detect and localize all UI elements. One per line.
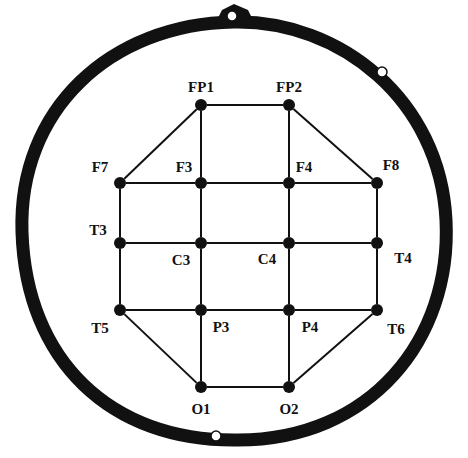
electrode-node: F7	[114, 177, 126, 189]
electrode-label: T6	[387, 322, 405, 337]
electrode-link	[293, 109, 372, 179]
electrode-link	[207, 183, 283, 184]
electrode-label: T4	[394, 251, 412, 266]
electrode-link	[295, 310, 371, 311]
electrode-label: P3	[213, 320, 230, 335]
electrode-dot	[195, 304, 207, 316]
electrode-label: FP1	[188, 80, 214, 95]
electrode-node: FP2	[283, 99, 295, 111]
electrode-node: T3	[114, 237, 126, 249]
electrode-dot	[195, 381, 207, 393]
reference-mark	[227, 11, 237, 21]
electrode-link	[126, 243, 195, 244]
electrode-link	[207, 387, 283, 388]
electrode-link	[201, 249, 202, 304]
electrode-link	[207, 105, 283, 106]
electrode-dot	[371, 177, 383, 189]
electrode-label: T3	[89, 223, 107, 238]
electrode-label: F3	[176, 160, 193, 175]
electrode-link	[120, 249, 121, 304]
head-outline	[22, 22, 446, 440]
electrode-node: T4	[371, 237, 383, 249]
electrode-label: FP2	[276, 80, 302, 95]
electrode-link	[120, 189, 121, 237]
electrode-dot	[283, 99, 295, 111]
electrode-dot	[283, 304, 295, 316]
electrode-node: F8	[371, 177, 383, 189]
electrode-link	[207, 310, 283, 311]
electrode-dot	[283, 381, 295, 393]
electrode-label: O2	[279, 402, 298, 417]
electrode-dot	[114, 304, 126, 316]
electrode-link	[126, 183, 195, 184]
electrode-node: T5	[114, 304, 126, 316]
electrode-node: FP1	[195, 99, 207, 111]
electrode-label: C4	[258, 252, 276, 267]
electrode-node: P3	[195, 304, 207, 316]
electrode-link	[294, 314, 373, 383]
electrode-dot	[195, 99, 207, 111]
electrode-link	[377, 249, 378, 304]
electrode-label: P4	[302, 320, 319, 335]
electrode-link	[377, 189, 378, 237]
nose-mark	[214, 4, 256, 26]
electrode-label: F8	[383, 158, 400, 173]
electrode-node: C3	[195, 237, 207, 249]
electrode-dot	[283, 177, 295, 189]
electrode-label: C3	[172, 253, 190, 268]
electrode-link	[295, 243, 371, 244]
electrode-node: C4	[283, 237, 295, 249]
electrode-dot	[195, 237, 207, 249]
electrode-link	[201, 189, 202, 237]
electrode-link	[126, 310, 195, 311]
electrode-dot	[114, 177, 126, 189]
electrode-label: F4	[296, 160, 313, 175]
electrode-label: F7	[92, 160, 109, 175]
electrode-dot	[283, 237, 295, 249]
electrode-link	[201, 111, 202, 177]
electrode-node: F3	[195, 177, 207, 189]
electrode-dot	[114, 237, 126, 249]
electrode-label: O1	[191, 402, 210, 417]
electrode-dot	[195, 177, 207, 189]
electrode-link	[295, 183, 371, 184]
electrode-link	[289, 316, 290, 381]
electrode-label: T5	[91, 321, 109, 336]
electrode-node: T6	[371, 304, 383, 316]
electrode-dot	[371, 304, 383, 316]
electrode-dot	[371, 237, 383, 249]
electrode-link	[207, 243, 283, 244]
electrode-link	[289, 111, 290, 177]
electrode-node: P4	[283, 304, 295, 316]
electrode-link	[289, 189, 290, 237]
electrode-node: O2	[283, 381, 295, 393]
electrode-node: F4	[283, 177, 295, 189]
electrode-link	[124, 109, 196, 179]
electrode-link	[201, 316, 202, 381]
electrode-link	[124, 314, 196, 383]
reference-mark	[211, 431, 221, 441]
electrode-link	[289, 249, 290, 304]
electrode-node: O1	[195, 381, 207, 393]
reference-mark	[377, 67, 387, 77]
